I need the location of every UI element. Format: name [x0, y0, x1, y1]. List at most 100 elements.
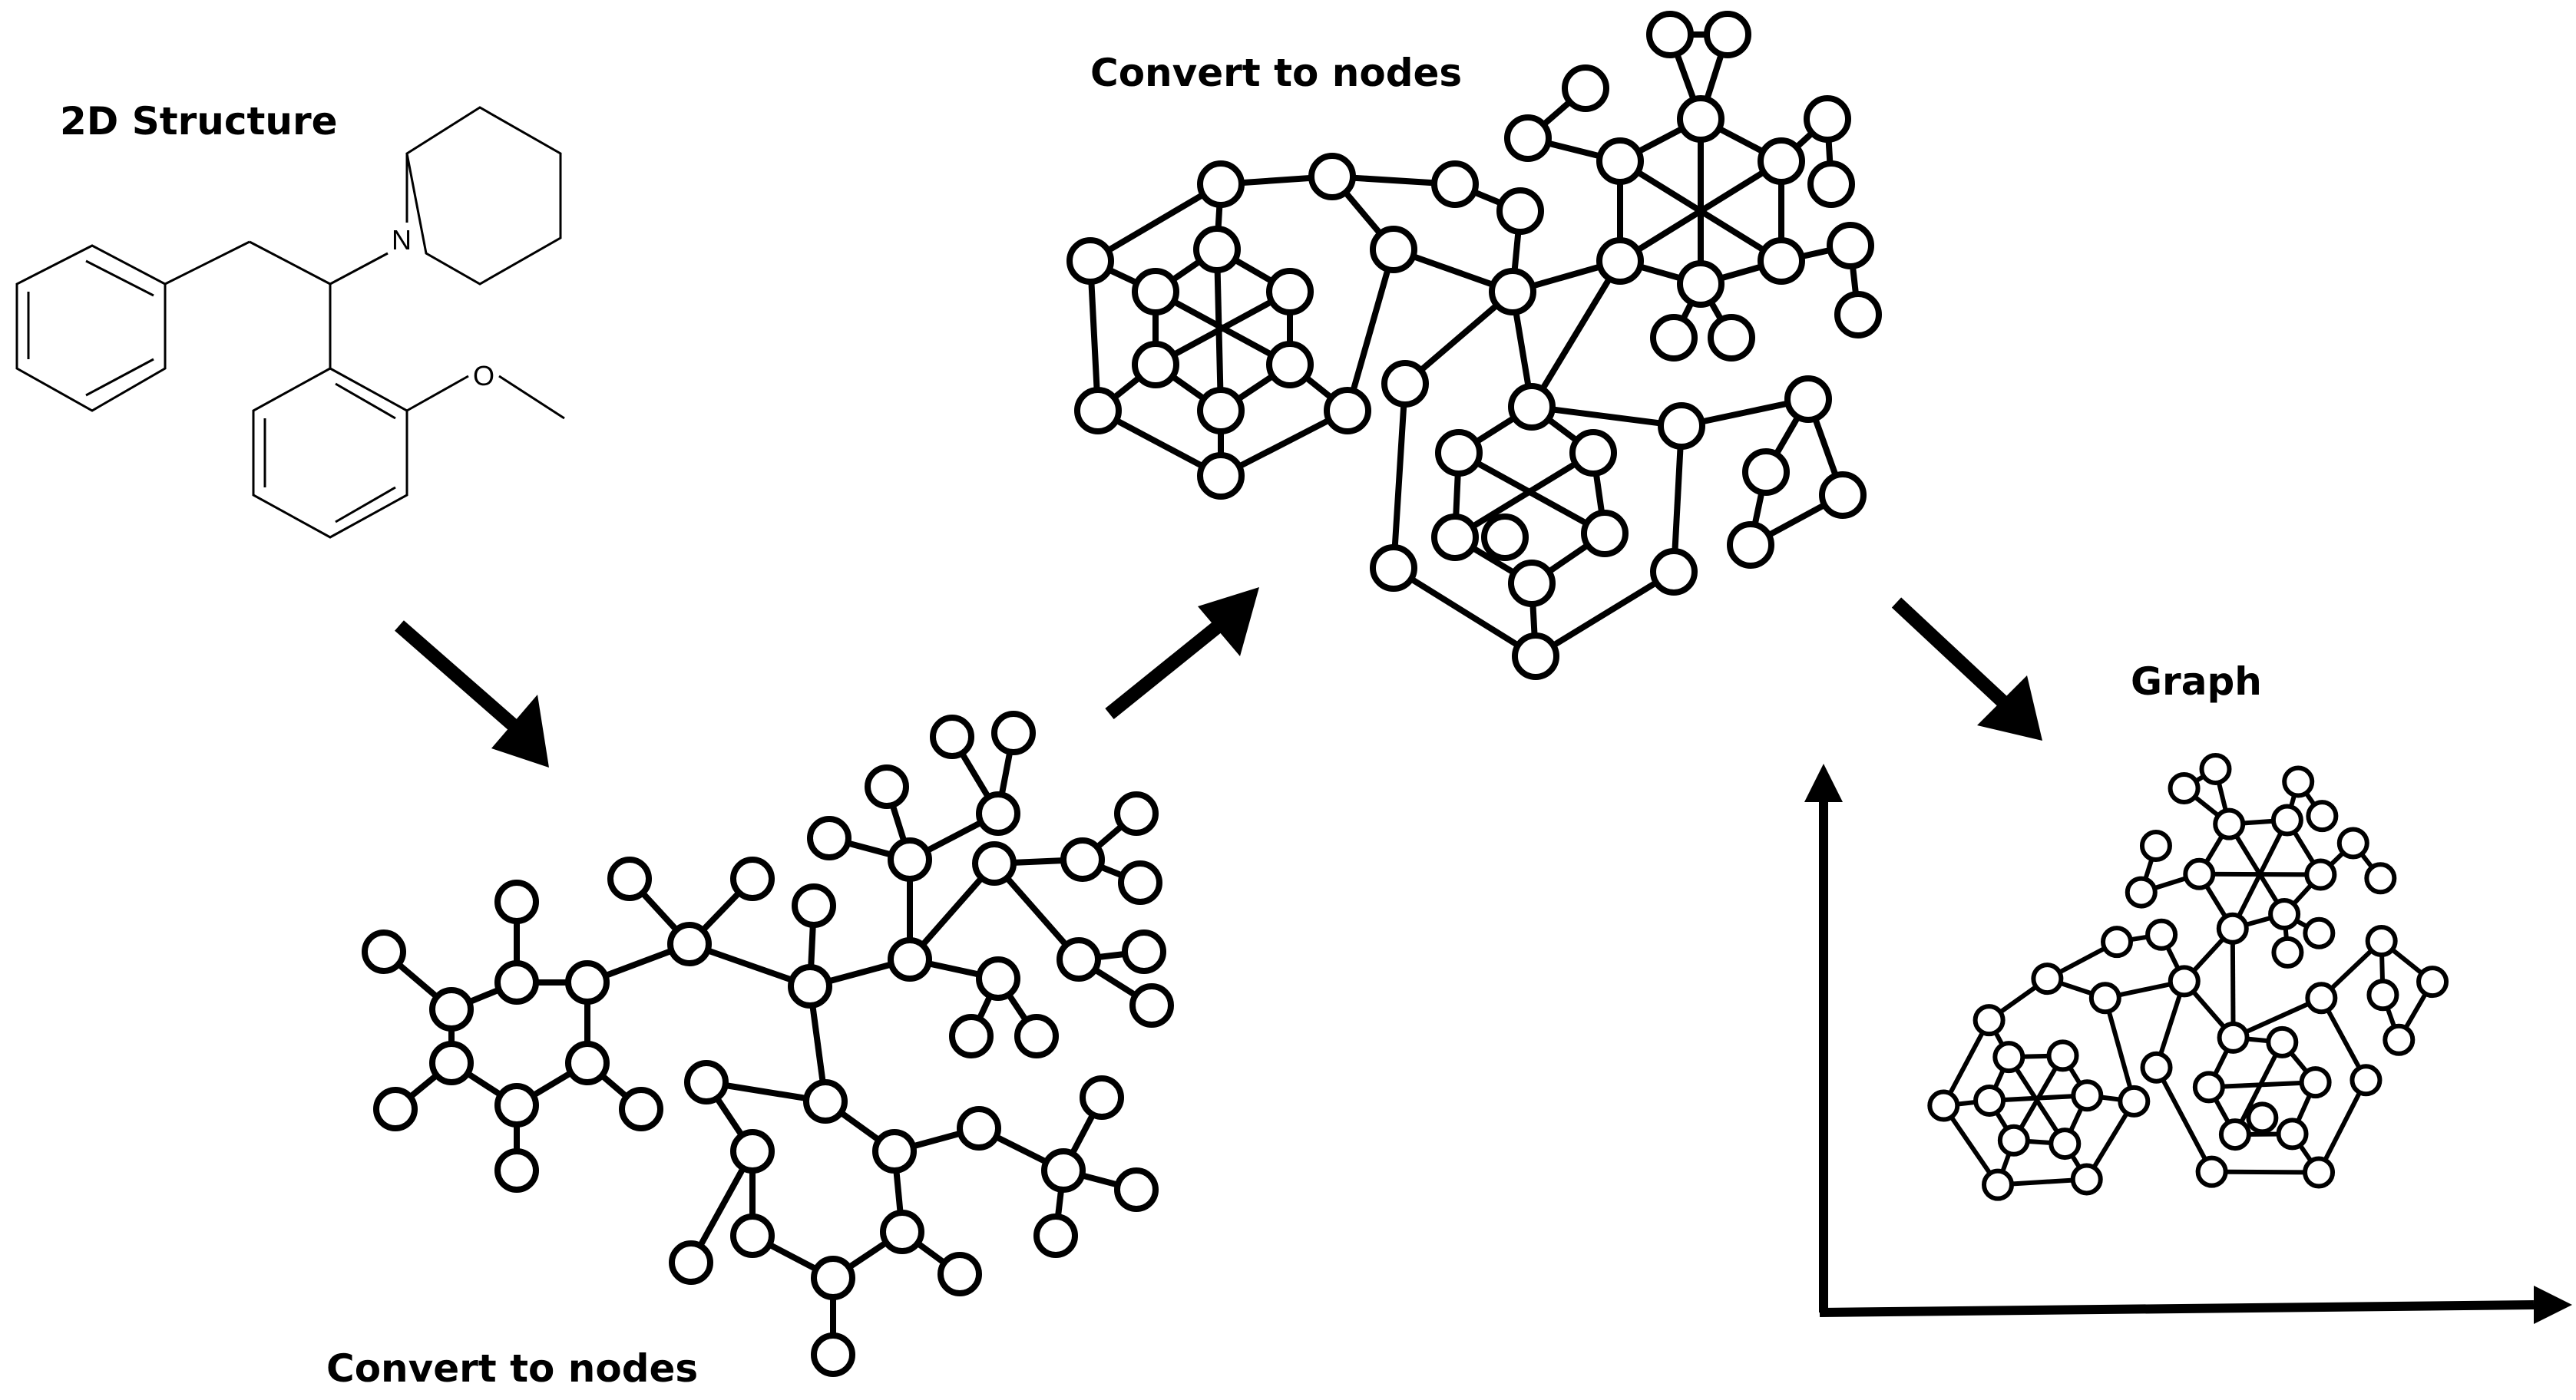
plot-node	[2049, 1128, 2082, 1161]
plot-edge	[2230, 928, 2236, 1038]
atom-node	[811, 1332, 855, 1377]
link-edge	[1671, 425, 1685, 573]
node	[1512, 632, 1559, 680]
atom-node	[888, 937, 932, 982]
node	[1132, 341, 1179, 388]
plot-edge	[2211, 1169, 2320, 1175]
node	[1508, 560, 1556, 607]
atom-node	[1057, 937, 1101, 982]
node	[1742, 448, 1790, 496]
atom-node	[730, 1129, 775, 1174]
plot-node	[2306, 800, 2339, 833]
node	[1308, 153, 1356, 200]
plot-node	[2303, 916, 2336, 949]
node	[1431, 160, 1479, 208]
plot-node	[2199, 752, 2232, 785]
node	[1074, 387, 1122, 434]
plot-node	[1973, 1004, 2006, 1037]
plot-node	[2118, 1085, 2151, 1118]
atom-node	[565, 960, 610, 1005]
plot-node	[2366, 979, 2399, 1012]
plot-node	[2304, 858, 2337, 891]
node	[1784, 375, 1832, 423]
plot-node	[2276, 1118, 2309, 1151]
plot-edge	[2230, 819, 2290, 930]
atom-node	[494, 880, 539, 924]
node	[1646, 11, 1694, 58]
node	[1324, 387, 1371, 434]
node	[1197, 452, 1245, 500]
plot-node	[2183, 857, 2216, 890]
link-edge	[1088, 181, 1223, 264]
node	[1266, 341, 1314, 388]
node	[1650, 314, 1698, 362]
node	[1581, 510, 1629, 557]
plot-node	[1927, 1089, 1960, 1122]
plot-edge	[2154, 1066, 2214, 1174]
node	[1197, 160, 1245, 208]
plot-edge	[2102, 997, 2137, 1102]
atom-node	[1114, 1167, 1159, 1212]
node	[1562, 64, 1609, 112]
atom-node	[991, 711, 1036, 755]
atom-node	[429, 1041, 474, 1085]
plot-edge	[2227, 823, 2287, 916]
plot-node	[2305, 982, 2338, 1015]
atom-node	[930, 715, 974, 759]
node	[1132, 268, 1179, 315]
atom-node	[976, 791, 1020, 836]
atom-node	[494, 1083, 539, 1128]
plot-node	[1981, 1168, 2014, 1201]
plot-node	[2218, 1118, 2251, 1151]
node	[1677, 260, 1724, 308]
atom-node	[730, 1213, 775, 1258]
atom-node	[1080, 1075, 1124, 1120]
atom-node	[803, 1079, 848, 1124]
molecule-node-graph	[362, 711, 1174, 1377]
node	[1819, 471, 1867, 519]
graph-axes	[1819, 794, 2535, 1317]
atom-node	[1114, 791, 1159, 836]
plot-node	[2213, 807, 2246, 840]
link-edge	[1154, 289, 1291, 368]
atom-node	[667, 922, 712, 966]
link-edge	[1531, 404, 1682, 429]
y-axis-arrowhead	[1804, 764, 1843, 802]
atom-node	[494, 960, 539, 1005]
node	[1758, 237, 1805, 285]
plot-node	[2070, 1163, 2103, 1196]
plot-node	[2416, 966, 2449, 999]
node	[1758, 137, 1805, 185]
label-convert-to-nodes-bottom: Convert to nodes	[326, 1346, 698, 1391]
atom-node	[972, 841, 1017, 886]
atom-node	[669, 1240, 713, 1285]
atom-node	[957, 1106, 1001, 1151]
plot-node	[2365, 924, 2398, 957]
atom-node	[1129, 983, 1174, 1028]
node	[1834, 291, 1882, 338]
plot-node	[2246, 1101, 2279, 1134]
atom-node	[684, 1060, 729, 1104]
node	[1435, 429, 1483, 477]
arrow-nodes-to-graph-nodes	[1105, 587, 1259, 720]
node	[1496, 187, 1544, 235]
node	[1704, 11, 1751, 58]
atom-node	[362, 929, 406, 974]
connected-node-graph	[1066, 11, 1882, 680]
node	[1481, 513, 1529, 561]
atom-node	[1014, 1014, 1059, 1058]
atom-node	[792, 883, 836, 928]
node	[1650, 548, 1698, 596]
plot-node	[1997, 1124, 2030, 1157]
plot-node	[1992, 1041, 2025, 1074]
plotted-node-graph	[1927, 752, 2449, 1201]
plot-node	[2031, 963, 2064, 996]
node	[1266, 268, 1314, 315]
plot-node	[2088, 982, 2121, 1015]
plot-edge	[2316, 1078, 2369, 1174]
node	[1197, 387, 1245, 434]
atom-node	[607, 857, 652, 901]
atom-node	[373, 1087, 418, 1131]
plot-node	[2270, 804, 2303, 837]
atom-node	[1060, 837, 1105, 882]
